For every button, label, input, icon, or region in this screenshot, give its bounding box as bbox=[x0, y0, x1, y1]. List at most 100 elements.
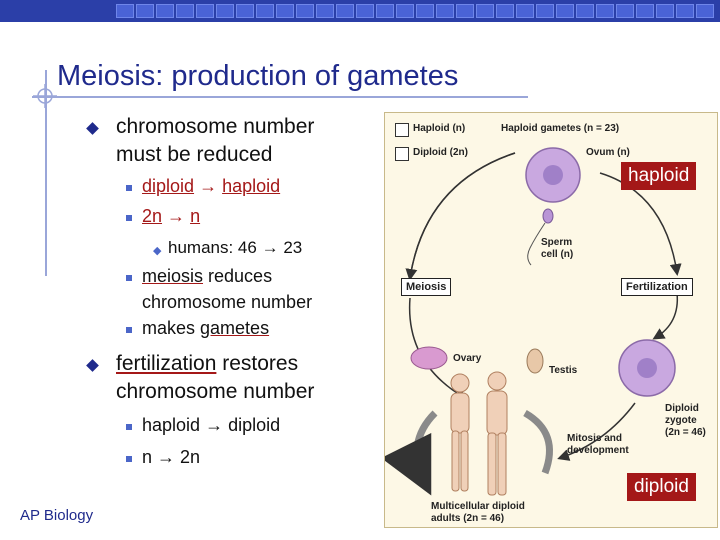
sub-bullet-gametes: makes gametes bbox=[142, 318, 269, 339]
subsub-bullet-icon: ◆ bbox=[153, 245, 162, 257]
zygote-label-2: zygote bbox=[665, 415, 697, 426]
key-haploid-swatch bbox=[395, 123, 409, 137]
bar-cell bbox=[356, 4, 374, 18]
term-haploid-2: haploid bbox=[142, 415, 201, 435]
term-gametes: gametes bbox=[200, 318, 270, 338]
bullet-diamond-icon bbox=[86, 359, 99, 372]
bar-cell bbox=[676, 4, 694, 18]
bar-cell bbox=[476, 4, 494, 18]
sperm-label-2: cell (n) bbox=[541, 249, 574, 260]
zygote-label-1: Diploid bbox=[665, 403, 699, 414]
term-2n-2: 2n bbox=[180, 447, 201, 467]
sub-bullet-icon bbox=[126, 456, 132, 462]
sperm-tail bbox=[527, 222, 546, 266]
bar-cell bbox=[556, 4, 574, 18]
term-n-2: n bbox=[142, 447, 153, 467]
top-bar bbox=[0, 0, 720, 22]
top-bar-pattern bbox=[116, 4, 714, 18]
bullet-diamond-icon bbox=[86, 122, 99, 135]
sub-bullet-icon bbox=[126, 327, 132, 333]
meiosis-rest: reduces bbox=[208, 266, 273, 286]
zygote-nucleus bbox=[637, 358, 657, 378]
term-2n: 2n bbox=[142, 206, 163, 226]
cycle-arrows bbox=[385, 147, 682, 496]
arrow-line bbox=[409, 152, 516, 279]
restores-text: restores bbox=[222, 352, 299, 375]
bar-cell bbox=[596, 4, 614, 18]
bar-cell bbox=[256, 4, 274, 18]
arrow-icon: → bbox=[167, 206, 186, 226]
bar-cell bbox=[696, 4, 714, 18]
bar-cell bbox=[656, 4, 674, 18]
sub-bullet-icon bbox=[126, 424, 132, 430]
arrow-to-fertilization bbox=[599, 172, 682, 276]
arrow-icon: → bbox=[205, 415, 224, 435]
adults-label-1: Multicellular diploid bbox=[431, 501, 525, 512]
bullet-2-line1: fertilization restores bbox=[116, 352, 298, 376]
bar-cell bbox=[516, 4, 534, 18]
arrow-to-adults bbox=[557, 402, 636, 461]
mitosis-label-1: Mitosis and bbox=[567, 433, 623, 444]
bar-cell bbox=[616, 4, 634, 18]
testis-shape bbox=[526, 348, 544, 374]
bar-cell bbox=[136, 4, 154, 18]
testis-label: Testis bbox=[549, 365, 578, 376]
bar-cell bbox=[216, 4, 234, 18]
bar-cell bbox=[536, 4, 554, 18]
ovum-label: Ovum (n) bbox=[586, 147, 630, 158]
sub-bullet-2n-n: 2n → n bbox=[142, 206, 200, 227]
sub-bullet-diploid-haploid: diploid → haploid bbox=[142, 176, 280, 197]
bar-cell bbox=[636, 4, 654, 18]
title-rule bbox=[32, 96, 528, 98]
bar-cell bbox=[116, 4, 134, 18]
crosshair-icon bbox=[33, 84, 57, 108]
bar-cell bbox=[496, 4, 514, 18]
bullet-1-line1: chromosome number bbox=[116, 115, 315, 138]
arrow-icon: → bbox=[261, 238, 279, 257]
bullet-2-line2: chromosome number bbox=[116, 380, 315, 403]
meiosis-box: Meiosis bbox=[401, 278, 452, 296]
sperm-head bbox=[542, 208, 554, 224]
bar-cell bbox=[236, 4, 254, 18]
arrow-icon: → bbox=[199, 176, 218, 196]
mitosis-label-2: development bbox=[567, 445, 629, 456]
makes-text: makes bbox=[142, 318, 196, 338]
bar-cell bbox=[396, 4, 414, 18]
bar-cell bbox=[576, 4, 594, 18]
sub-bullet-icon bbox=[126, 275, 132, 281]
zygote-label-3: (2n = 46) bbox=[665, 427, 706, 438]
bar-cell bbox=[276, 4, 294, 18]
ovum-nucleus bbox=[543, 165, 563, 185]
bar-cell bbox=[316, 4, 334, 18]
adults-label-2: adults (2n = 46) bbox=[431, 513, 505, 524]
haploid-gametes-label: Haploid gametes (n = 23) bbox=[501, 123, 620, 134]
sub-bullet-meiosis-line2: chromosome number bbox=[142, 292, 313, 312]
term-diploid: diploid bbox=[142, 176, 195, 196]
sub-bullet-icon bbox=[126, 185, 132, 191]
bar-cell bbox=[376, 4, 394, 18]
sub-bullet-n-2n: n → 2n bbox=[142, 447, 200, 468]
slide-title: Meiosis: production of gametes bbox=[57, 60, 459, 92]
grey-arrow-right bbox=[523, 409, 553, 475]
term-fertilization: fertilization bbox=[116, 352, 217, 375]
humans-23: 23 bbox=[283, 238, 303, 257]
key-diploid-swatch bbox=[395, 147, 409, 161]
bar-cell bbox=[416, 4, 434, 18]
bullet-1-line2: must be reduced bbox=[116, 143, 273, 166]
bar-cell bbox=[336, 4, 354, 18]
bar-cell bbox=[456, 4, 474, 18]
key-haploid-label: Haploid (n) bbox=[413, 123, 466, 134]
key-diploid-label: Diploid (2n) bbox=[413, 147, 468, 158]
human-figures bbox=[450, 371, 508, 496]
bar-cell bbox=[156, 4, 174, 18]
term-diploid-2: diploid bbox=[228, 415, 281, 435]
arrow-to-zygote bbox=[652, 292, 679, 340]
arrow-icon: → bbox=[157, 447, 176, 467]
bar-cell bbox=[436, 4, 454, 18]
term-haploid: haploid bbox=[222, 176, 281, 196]
fertilization-box: Fertilization bbox=[621, 278, 693, 296]
footer-label: AP Biology bbox=[20, 507, 94, 524]
haploid-callout: haploid bbox=[621, 162, 697, 190]
ovary-label: Ovary bbox=[453, 353, 482, 364]
diploid-callout: diploid bbox=[627, 473, 696, 501]
